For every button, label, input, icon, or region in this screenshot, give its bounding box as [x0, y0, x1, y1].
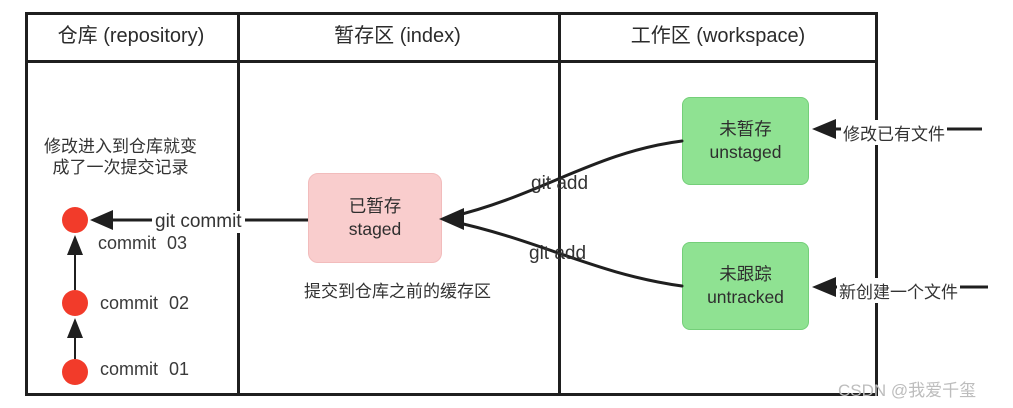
column-divider-repository-index	[237, 12, 240, 396]
modify-existing-file-label: 修改已有文件	[841, 120, 947, 145]
csdn-watermark: CSDN @我爱千玺	[838, 381, 977, 400]
header-index: 暂存区 (index)	[334, 25, 461, 47]
create-new-file-label: 新创建一个文件	[837, 278, 960, 303]
unstaged-node-title: 未暂存	[719, 119, 772, 139]
header-workspace: 工作区 (workspace)	[630, 25, 806, 47]
repository-note-line1: 修改进入到仓库就变	[44, 137, 197, 156]
staged-node-title: 已暂存	[348, 196, 402, 216]
commit-02-dot	[62, 290, 88, 316]
untracked-node-title: 未跟踪	[719, 264, 772, 284]
commit-03-dot	[62, 207, 88, 233]
header-repository: 仓库 (repository)	[57, 25, 205, 47]
modify-existing-arrowhead	[812, 119, 836, 139]
repository-note-line2: 成了一次提交记录	[52, 158, 189, 177]
staged-node: 已暂存 staged	[308, 173, 442, 263]
header-row-separator	[25, 60, 878, 63]
git-add-arrowhead	[439, 208, 464, 230]
commit-03-label: commit 03	[98, 233, 188, 253]
table-outer-border	[25, 12, 878, 396]
staged-node-subtitle: staged	[348, 219, 402, 239]
git-add-curve-unstaged	[448, 139, 684, 219]
commit-chain-arrowhead-02-03	[67, 235, 83, 255]
unstaged-node: 未暂存 unstaged	[682, 97, 809, 185]
git-add-label-top: git add	[531, 173, 589, 194]
commit-02-label: commit 02	[100, 293, 190, 313]
staged-caption: 提交到仓库之前的缓存区	[304, 282, 491, 301]
git-add-curve-untracked	[448, 219, 684, 288]
commit-chain-arrowhead-01-02	[67, 318, 83, 338]
git-add-label-bottom: git add	[529, 243, 587, 264]
git-commit-arrowhead	[90, 210, 113, 230]
untracked-node-subtitle: untracked	[707, 287, 784, 307]
commit-01-label: commit 01	[100, 359, 190, 379]
column-divider-index-workspace	[558, 12, 561, 396]
repository-note: 修改进入到仓库就变 成了一次提交记录	[28, 136, 213, 178]
unstaged-node-subtitle: unstaged	[709, 142, 782, 162]
git-commit-label: git commit	[152, 211, 245, 233]
commit-01-dot	[62, 359, 88, 385]
create-new-arrowhead	[812, 277, 836, 297]
